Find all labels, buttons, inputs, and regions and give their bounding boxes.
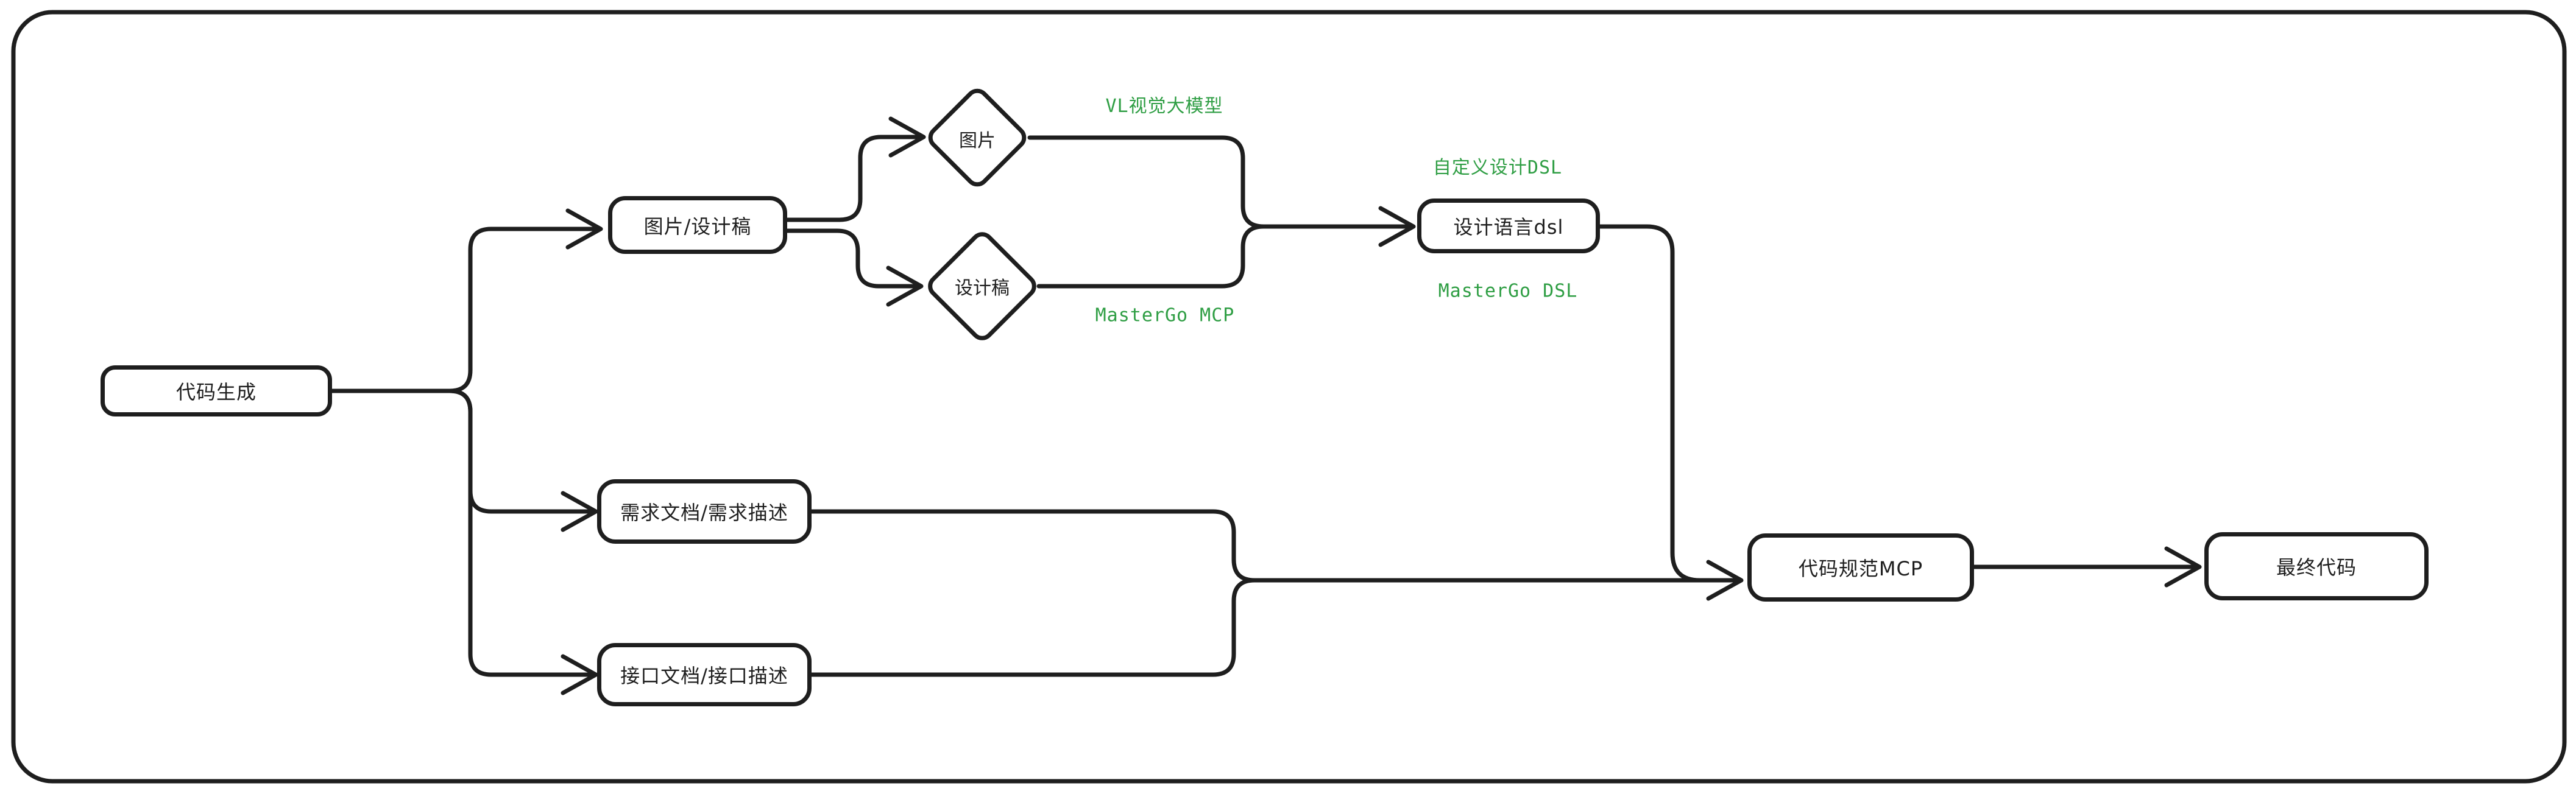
edge-codegen-apidoc [330,388,595,677]
edge-apidoc-mcp [809,578,1740,677]
node-code-standard-mcp: 代码规范MCP [1747,533,1974,602]
node-label: 代码规范MCP [1798,557,1923,580]
edge-image-dsl [1027,135,1412,229]
edge-codegen-imgdesign [330,227,600,393]
diamond-designdraft-shape [928,232,1036,340]
edge-designdraft-dsl [1036,224,1412,289]
node-label: 图片/设计稿 [643,214,752,238]
edge-imgdesign-designdraft-arrowhead [886,265,924,307]
node-label: 代码生成 [175,381,257,404]
node-image-diamond-label: 图片 [959,130,996,152]
node-label: 最终代码 [2276,556,2357,579]
node-design-language-dsl: 设计语言dsl [1417,198,1600,253]
node-final-code: 最终代码 [2204,532,2429,600]
edge-codegen-reqdoc [330,388,595,514]
node-image-design-draft: 图片/设计稿 [608,196,787,254]
edge-dsl-mcp [1597,224,1739,583]
edge-reqdoc-mcp-arrowhead [1706,560,1744,601]
annotation-mastergo-mcp: MasterGo MCP [1095,304,1235,326]
edge-image-dsl-arrowhead [1378,206,1416,247]
edge-codegen-imgdesign-arrowhead [565,208,603,250]
frame-border [11,10,2567,784]
node-code-generation: 代码生成 [101,365,332,416]
node-label: 设计语言dsl [1453,216,1564,239]
edge-imgdesign-designdraft [785,228,921,289]
annotation-mastergo-dsl: MasterGo DSL [1438,280,1578,302]
edge-reqdoc-mcp [809,509,1740,583]
node-design-draft-diamond-label: 设计稿 [955,278,1010,299]
edge-codegen-apidoc-arrowhead [561,654,598,695]
edge-mcp-finalcode-arrowhead [2164,546,2202,588]
edge-codegen-reqdoc-arrowhead [561,491,598,532]
annotation-custom-design-dsl: 自定义设计DSL [1432,157,1563,178]
annotation-vl-model: VL视觉大模型 [1105,96,1223,117]
edge-imgdesign-image-arrowhead [888,116,926,158]
diamond-image-shape [928,88,1027,187]
node-label: 接口文档/接口描述 [620,664,788,687]
node-label: 需求文档/需求描述 [620,501,788,524]
node-requirement-doc: 需求文档/需求描述 [597,479,812,544]
node-api-doc: 接口文档/接口描述 [597,643,812,706]
edge-imgdesign-image [785,135,924,222]
